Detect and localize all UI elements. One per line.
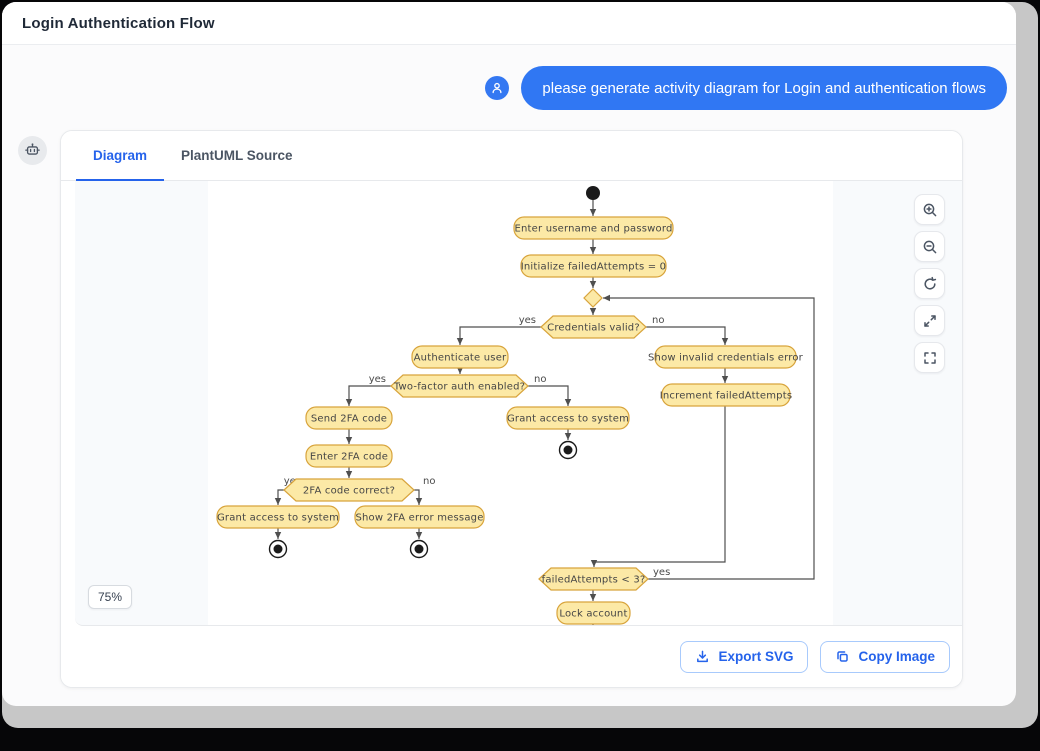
svg-text:yes: yes <box>519 315 536 326</box>
zoom-level-badge: 75% <box>88 585 133 609</box>
svg-text:Two-factor auth enabled?: Two-factor auth enabled? <box>393 382 525 393</box>
fullscreen-icon <box>923 351 936 364</box>
bot-avatar <box>18 136 47 165</box>
app-header: Login Authentication Flow <box>2 2 1016 45</box>
svg-text:2FA code correct?: 2FA code correct? <box>303 486 395 497</box>
svg-text:Credentials valid?: Credentials valid? <box>547 323 640 334</box>
activity-diagram-svg: yes no yes no yes no yes Enter username and pas… <box>216 186 815 625</box>
svg-text:Lock account: Lock account <box>559 609 627 620</box>
export-svg-button[interactable]: Export SVG <box>680 640 809 673</box>
zoom-out-button[interactable] <box>914 231 945 262</box>
svg-text:Show invalid credentials error: Show invalid credentials error <box>648 353 804 364</box>
user-avatar <box>485 76 510 100</box>
svg-text:Authenticate user: Authenticate user <box>414 353 507 364</box>
robot-icon <box>25 143 40 155</box>
diagram-canvas: yes no yes no yes no yes Enter username and pas… <box>208 181 833 625</box>
svg-text:Grant access to system: Grant access to system <box>507 414 629 425</box>
copy-icon <box>837 651 849 662</box>
export-svg-label: Export SVG <box>718 649 794 664</box>
expand-icon <box>923 314 936 327</box>
window-shadow: Login Authentication Flow please generat… <box>2 2 1038 728</box>
svg-text:yes: yes <box>369 374 386 385</box>
tab-plantuml-source[interactable]: PlantUML Source <box>181 147 293 163</box>
svg-text:Enter username and password: Enter username and password <box>514 224 672 235</box>
svg-text:Send 2FA code: Send 2FA code <box>311 414 387 425</box>
app-window: Login Authentication Flow please generat… <box>2 2 1016 706</box>
page-title: Login Authentication Flow <box>22 14 215 32</box>
user-icon <box>492 82 502 94</box>
card-footer: Export SVG Copy Image <box>61 626 962 687</box>
svg-text:no: no <box>652 315 664 326</box>
fullscreen-button[interactable] <box>914 342 945 373</box>
viewer-controls <box>914 194 945 373</box>
copy-image-button[interactable]: Copy Image <box>820 640 950 673</box>
expand-button[interactable] <box>914 305 945 336</box>
svg-text:Enter 2FA code: Enter 2FA code <box>310 452 388 463</box>
download-icon <box>697 650 709 663</box>
reset-view-button[interactable] <box>914 268 945 299</box>
svg-text:Show 2FA error message: Show 2FA error message <box>355 513 483 524</box>
tab-diagram[interactable]: Diagram <box>76 131 165 181</box>
diagram-viewport[interactable]: yes no yes no yes no yes Enter username and pas… <box>75 181 962 626</box>
svg-text:Initialize failedAttempts = 0: Initialize failedAttempts = 0 <box>521 262 667 273</box>
svg-text:no: no <box>534 374 546 385</box>
svg-text:yes: yes <box>653 567 670 578</box>
tab-bar: Diagram PlantUML Source <box>61 131 962 181</box>
zoom-in-button[interactable] <box>914 194 945 225</box>
chat-bubble: please generate activity diagram for Log… <box>521 66 1007 110</box>
copy-image-label: Copy Image <box>858 649 935 664</box>
chat-message-row: please generate activity diagram for Log… <box>485 66 1007 110</box>
svg-text:no: no <box>423 476 435 487</box>
svg-text:yes: yes <box>284 476 301 487</box>
zoom-in-icon <box>923 203 936 216</box>
zoom-out-icon <box>923 240 936 253</box>
svg-text:Grant access to system: Grant access to system <box>217 513 339 524</box>
svg-text:failedAttempts < 3?: failedAttempts < 3? <box>542 575 646 586</box>
svg-text:Increment failedAttempts: Increment failedAttempts <box>660 391 793 402</box>
reset-icon <box>923 276 936 289</box>
